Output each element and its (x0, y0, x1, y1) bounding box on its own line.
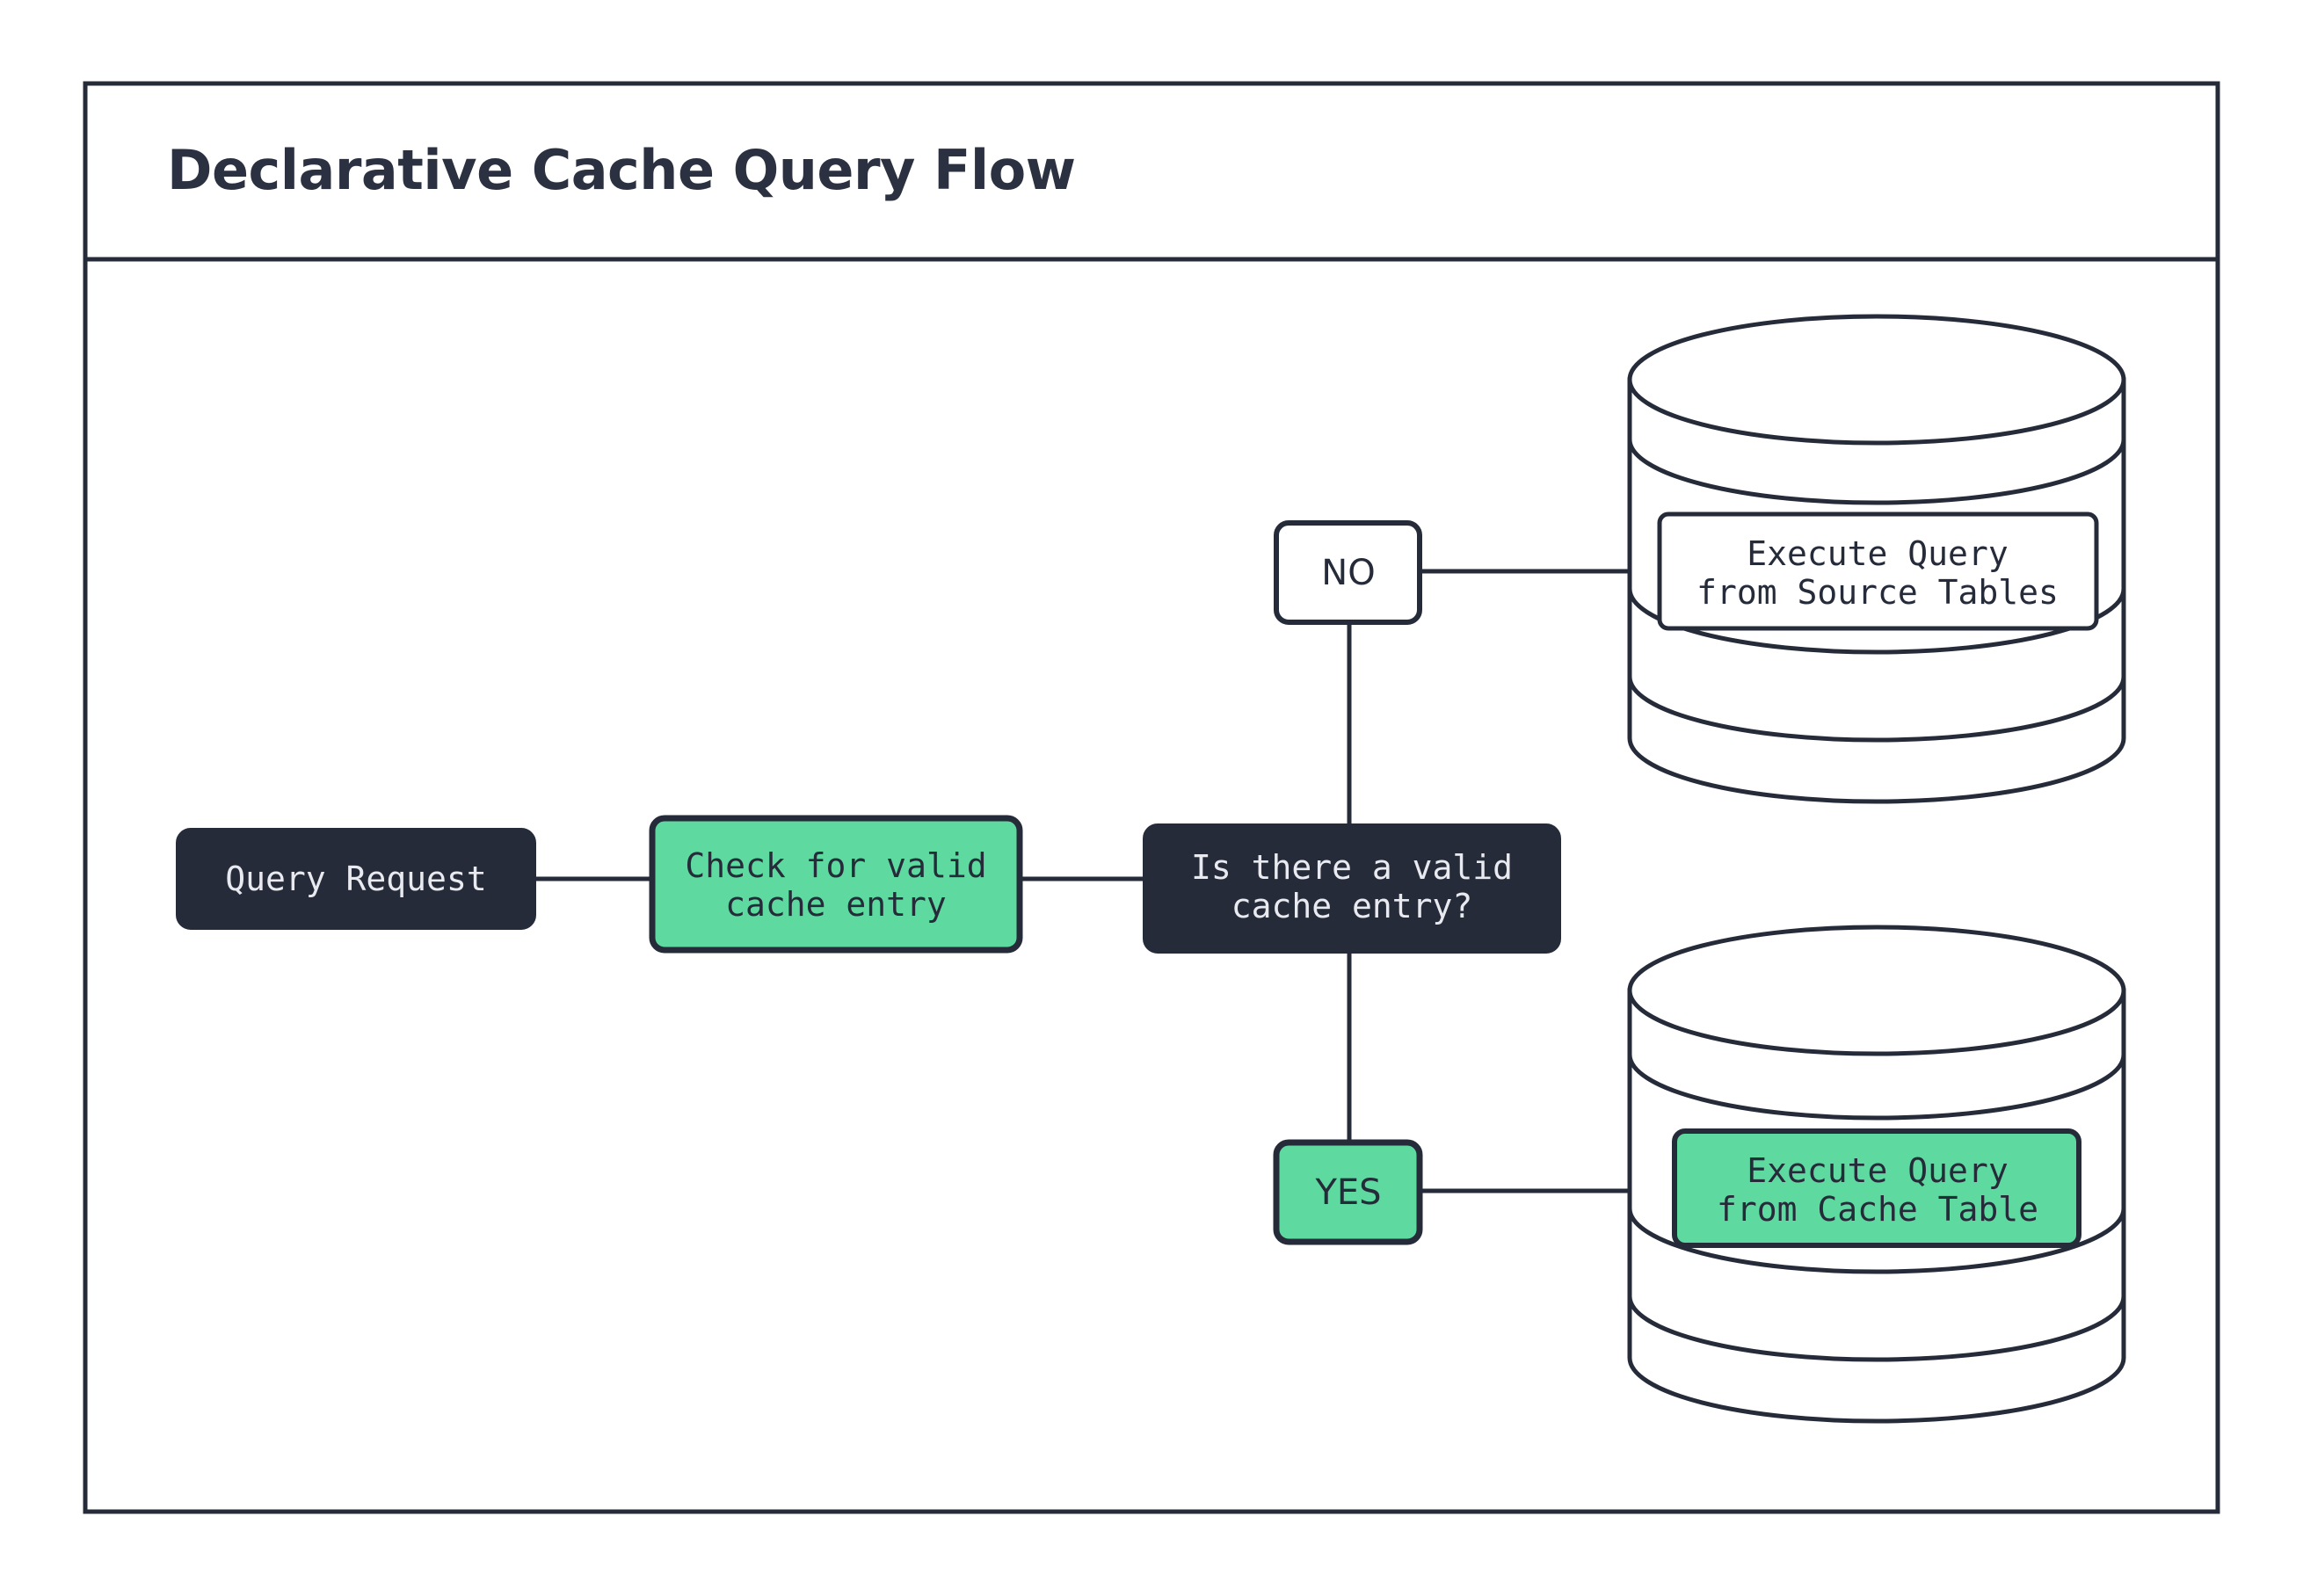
check-cache-box[interactable] (649, 815, 1023, 954)
page-title: Declarative Cache Query Flow (167, 138, 1076, 202)
db-ring-3 (1627, 1295, 2126, 1362)
db-ring-1 (1627, 439, 2126, 505)
yes-branch-box[interactable] (1273, 1139, 1423, 1245)
source-tables-label: Execute Query from Source Tables (1657, 511, 2099, 631)
branch-label-yes[interactable]: YES (1273, 1139, 1423, 1245)
check-cache-label-line1: Check for valid (685, 846, 986, 885)
no-branch-box[interactable] (1274, 520, 1422, 625)
decision-label-line1: Is there a valid (1191, 848, 1513, 887)
db-top-disc (1627, 314, 2126, 446)
node-query-request[interactable]: Query Request (176, 828, 536, 930)
cache-table-label-line1: Execute Query (1747, 1151, 2008, 1190)
cache-table-label-box (1672, 1128, 2081, 1248)
source-tables-label-line2: from Source Tables (1696, 573, 2059, 612)
node-decision-valid-cache[interactable]: Is there a valid cache entry? (1143, 823, 1561, 954)
yes-branch-label: YES (1314, 1172, 1381, 1213)
cache-table-label: Execute Query from Cache Table (1672, 1128, 2081, 1248)
db-ring-1 (1627, 1054, 2126, 1121)
cache-table-label-line2: from Cache Table (1717, 1190, 2038, 1229)
query-request-box[interactable] (176, 828, 536, 930)
no-branch-label: NO (1321, 553, 1375, 593)
node-check-cache[interactable]: Check for valid cache entry (649, 815, 1023, 954)
decision-label-line2: cache entry? (1231, 887, 1473, 925)
db-ring-3 (1627, 676, 2126, 743)
decision-box[interactable] (1143, 823, 1561, 954)
check-cache-label-line2: cache entry (725, 885, 947, 924)
db-top-disc (1627, 925, 2126, 1056)
db-ring-2 (1627, 1208, 2126, 1274)
source-tables-label-line1: Execute Query (1747, 534, 2008, 573)
source-tables-label-box (1657, 511, 2099, 631)
query-request-label: Query Request (225, 860, 486, 898)
branch-label-no[interactable]: NO (1274, 520, 1422, 625)
